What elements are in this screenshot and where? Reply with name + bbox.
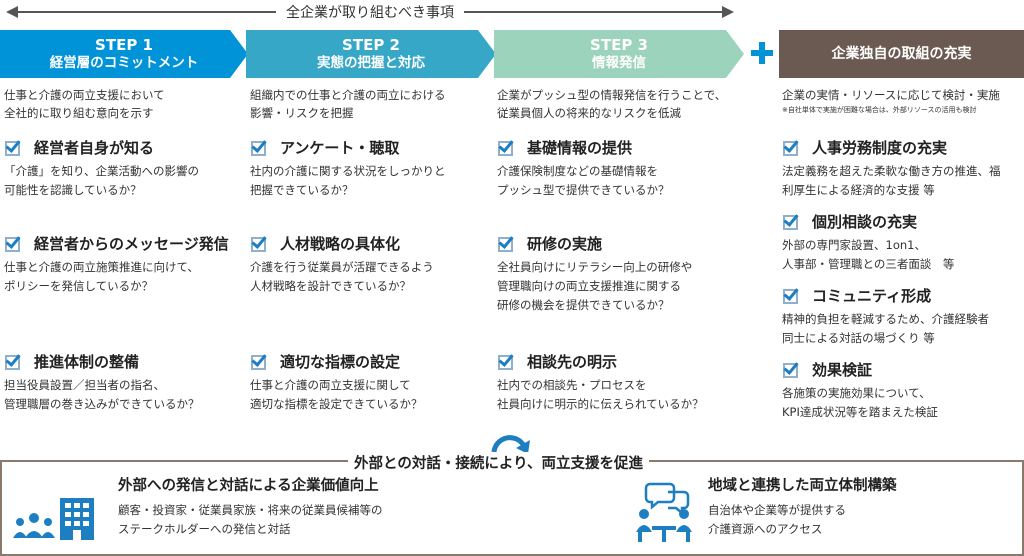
checkbox-icon [497, 137, 519, 157]
external-left: 外部への発信と対話による企業価値向上 顧客・投資家・従業員家族・将来の従業員候補… [118, 474, 383, 539]
check-item: アンケート・聴取 社内の介護に関する状況をしっかりと把握できているか？ [250, 136, 490, 200]
step2-title: 実態の把握と対応 [317, 55, 425, 71]
checkbox-icon [782, 359, 804, 379]
scope-label: 全企業が取り組むべき事項 [276, 2, 464, 22]
step2-column: 組織内での仕事と介護の両立における 影響・リスクを把握 アンケート・聴取 社内の… [250, 86, 490, 411]
scope-arrow: 全企業が取り組むべき事項 [6, 2, 734, 22]
step3-header: STEP 3 情報発信 [494, 30, 744, 78]
checkbox-icon [250, 233, 272, 253]
item-title: 相談先の明示 [527, 352, 618, 371]
step1-column: 仕事と介護の両立支援において 全社的に取り組む意向を示す 経営者自身が知る 「介… [4, 86, 242, 411]
plus-icon [751, 42, 773, 64]
item-desc: 外部の専門家設置、1on1、人事部・管理職との三者面談 等 [782, 238, 955, 271]
step3-number: STEP 3 [590, 36, 648, 54]
item-title: 効果検証 [812, 360, 873, 379]
extra-note: ※自社単体で実施が困難な場合は、外部リソースの活用も検討 [782, 106, 977, 114]
external-left-title: 外部への発信と対話による企業価値向上 [118, 478, 379, 494]
item-desc: 「介護」を知り、企業活動への影響の可能性を認識しているか？ [4, 164, 200, 197]
check-item: 研修の実施 全社員向けにリテラシー向上の研修や管理職向けの両立支援推進に関する研… [497, 232, 745, 315]
intro-line: 仕事と介護の両立支援において [4, 88, 165, 102]
check-item: 基礎情報の提供 介護保険制度などの基礎情報をプッシュ型で提供できているか？ [497, 136, 745, 200]
item-desc: 仕事と介護の両立施策推進に向けて、ポリシーを発信しているか？ [4, 260, 199, 293]
check-item: 適切な指標の設定 仕事と介護の両立支援に関して適切な指標を設定できているか？ [250, 350, 490, 414]
item-title: 経営者自身が知る [34, 138, 155, 157]
item-title: 適切な指標の設定 [280, 352, 401, 371]
extra-header: 企業独自の取組の充実 [779, 30, 1024, 78]
external-title: 外部との対話・接続により、両立支援を促進 [348, 452, 649, 473]
item-title: 研修の実施 [527, 234, 603, 253]
item-desc: 精神的負担を軽減するため、介護経験者同士による対話の場づくり 等 [782, 312, 989, 345]
intro-line: 従業員個人の将来的なリスクを低減 [497, 106, 681, 120]
item-title: 推進体制の整備 [34, 352, 140, 371]
step1-intro: 仕事と介護の両立支援において 全社的に取り組む意向を示す [4, 86, 242, 122]
extra-title: 企業独自の取組の充実 [831, 46, 972, 62]
checkbox-icon [4, 137, 26, 157]
checkbox-icon [497, 351, 519, 371]
extra-column: 企業の実情・リソースに応じて検討・実施 ※自社単体で実施が困難な場合は、外部リソ… [782, 86, 1024, 419]
item-title: 人事労務制度の充実 [812, 138, 948, 157]
step3-title: 情報発信 [592, 55, 646, 71]
item-title: コミュニティ形成 [812, 286, 932, 305]
step3-intro: 企業がプッシュ型の情報発信を行うことで、 従業員個人の将来的なリスクを低減 [497, 86, 745, 122]
item-desc: 介護を行う従業員が活躍できるよう人材戦略を設計できているか？ [250, 260, 434, 293]
checkbox-icon [497, 233, 519, 253]
people-building-icon [13, 498, 94, 540]
item-desc: 各施策の実施効果について、KPI達成状況等を踏まえた検証 [782, 386, 938, 419]
item-desc: 全社員向けにリテラシー向上の研修や管理職向けの両立支援推進に関する研修の機会を提… [497, 260, 693, 312]
item-desc: 介護保険制度などの基礎情報をプッシュ型で提供できているか？ [497, 164, 670, 197]
check-item: 人材戦略の具体化 介護を行う従業員が活躍できるよう人材戦略を設計できているか？ [250, 232, 490, 296]
check-item: 経営者からのメッセージ発信 仕事と介護の両立施策推進に向けて、ポリシーを発信して… [4, 232, 242, 296]
item-desc: 仕事と介護の両立支援に関して適切な指標を設定できているか？ [250, 378, 423, 411]
item-desc: 社内での相談先・プロセスを社員向けに明示的に伝えられているか？ [497, 378, 704, 411]
check-item: 相談先の明示 社内での相談先・プロセスを社員向けに明示的に伝えられているか？ [497, 350, 745, 414]
external-right: 地域と連携した両立体制構築 自治体や企業等が提供する介護資源へのアクセス [708, 474, 897, 539]
check-item: 個別相談の充実 外部の専門家設置、1on1、人事部・管理職との三者面談 等 [782, 210, 1024, 274]
intro-line: 全社的に取り組む意向を示す [4, 106, 154, 120]
item-desc: 社内の介護に関する状況をしっかりと把握できているか？ [250, 164, 446, 197]
item-desc: 法定義務を超えた柔軟な働き方の推進、福利厚生による経済的な支援 等 [782, 164, 1001, 197]
step2-intro: 組織内での仕事と介護の両立における 影響・リスクを把握 [250, 86, 490, 122]
intro-line: 影響・リスクを把握 [250, 106, 354, 120]
item-title: 個別相談の充実 [812, 212, 918, 231]
checkbox-icon [250, 351, 272, 371]
check-item: 経営者自身が知る 「介護」を知り、企業活動への影響の可能性を認識しているか？ [4, 136, 242, 200]
step1-header: STEP 1 経営層のコミットメント [0, 30, 248, 78]
step2-number: STEP 2 [342, 36, 400, 54]
check-item: 効果検証 各施策の実施効果について、KPI達成状況等を踏まえた検証 [782, 358, 1024, 422]
item-title: 経営者からのメッセージ発信 [34, 234, 229, 253]
step1-title: 経営層のコミットメント [49, 55, 199, 71]
item-desc: 担当役員設置／担当者の指名、管理職層の巻き込みができているか？ [4, 378, 200, 411]
external-right-desc: 自治体や企業等が提供する介護資源へのアクセス [708, 503, 846, 536]
item-title: アンケート・聴取 [280, 138, 400, 157]
step2-header: STEP 2 実態の把握と対応 [246, 30, 496, 78]
check-item: 推進体制の整備 担当役員設置／担当者の指名、管理職層の巻き込みができているか？ [4, 350, 242, 414]
checkbox-icon [4, 233, 26, 253]
external-right-title: 地域と連携した両立体制構築 [708, 478, 897, 494]
check-item: コミュニティ形成 精神的負担を軽減するため、介護経験者同士による対話の場づくり … [782, 284, 1024, 348]
meeting-icon [636, 482, 692, 542]
checkbox-icon [4, 351, 26, 371]
checkbox-icon [782, 285, 804, 305]
check-item: 人事労務制度の充実 法定義務を超えた柔軟な働き方の推進、福利厚生による経済的な支… [782, 136, 1024, 200]
item-title: 基礎情報の提供 [527, 138, 633, 157]
checkbox-icon [782, 211, 804, 231]
external-left-desc: 顧客・投資家・従業員家族・将来の従業員候補等のステークホルダーへの発信と対話 [118, 503, 383, 536]
intro-line: 企業がプッシュ型の情報発信を行うことで、 [497, 88, 727, 102]
step1-number: STEP 1 [95, 36, 153, 54]
checkbox-icon [250, 137, 272, 157]
item-title: 人材戦略の具体化 [280, 234, 401, 253]
extra-intro: 企業の実情・リソースに応じて検討・実施 [782, 88, 1000, 102]
intro-line: 組織内での仕事と介護の両立における [250, 88, 446, 102]
step3-column: 企業がプッシュ型の情報発信を行うことで、 従業員個人の将来的なリスクを低減 基礎… [497, 86, 745, 411]
checkbox-icon [782, 137, 804, 157]
